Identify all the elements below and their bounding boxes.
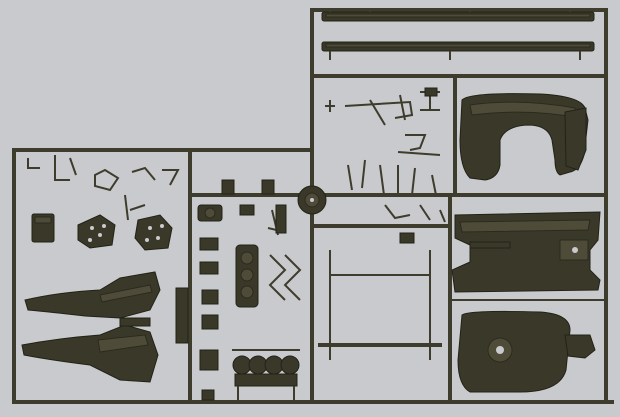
floor-panel-part xyxy=(457,310,596,393)
side-shell-parts xyxy=(21,271,161,383)
engine-cylinder-parts xyxy=(221,179,302,308)
cylinder-head-row-parts xyxy=(232,349,300,400)
small-linkage-parts xyxy=(325,87,446,244)
wheel-part xyxy=(297,185,327,215)
stacked-small-parts xyxy=(175,204,223,401)
cockpit-tub-part xyxy=(459,93,589,181)
perforated-panel-parts xyxy=(31,213,173,251)
small-bracket-parts xyxy=(27,155,180,221)
long-rail-parts xyxy=(321,8,595,60)
fuselage-half-part xyxy=(451,211,601,293)
